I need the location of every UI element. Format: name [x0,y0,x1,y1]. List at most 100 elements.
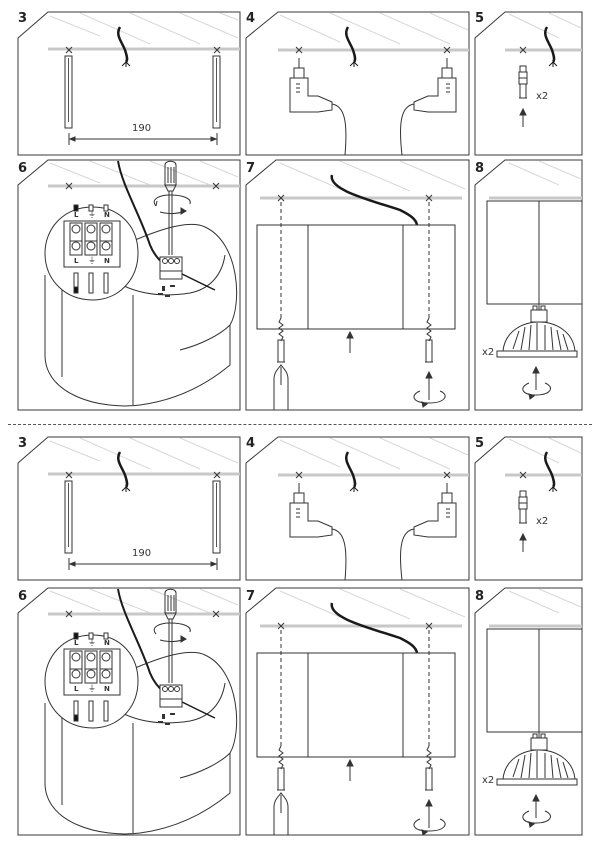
mark-left [65,46,73,54]
dimension-line [68,133,218,145]
terminal-label-neutral: N [104,685,110,693]
terminal-block [159,684,183,708]
terminal-label-neutral-top: N [104,211,110,219]
step-number: 3 [18,11,28,26]
screwdriver-icon [164,160,177,255]
dimension-line [68,558,218,570]
drill-left [289,483,347,581]
step-7-illustration [245,159,470,411]
step-number: 5 [475,436,485,451]
wire-ends [73,204,109,294]
instruction-copy-top: 3 190 [0,0,600,420]
panel-frame [245,11,470,156]
step-number: 8 [475,161,485,176]
step-number: 3 [18,436,28,451]
quantity-label: x2 [536,516,549,527]
terminal-label-neutral: N [104,257,110,265]
step-8-panel: 8 [469,155,600,415]
terminal-label-earth: ⏚ [88,684,96,693]
panel-frame [474,11,583,156]
step-number: 6 [18,161,28,176]
wiring-detail-magnifier [44,204,139,301]
screw-right [425,745,433,791]
step-7-panel: 7 [240,155,475,415]
panel-frame [245,436,470,581]
drill-right [400,58,457,156]
template-strip-right [212,480,221,554]
luminaire-body [44,651,238,835]
panel-frame [245,587,470,836]
panel-frame [474,436,583,581]
step-number: 7 [246,161,256,176]
step-4-illustration [245,11,470,156]
step-number: 4 [246,11,256,26]
step-number: 8 [475,589,485,604]
terminal-label-neutral-top: N [104,639,110,647]
luminaire-body [44,223,238,407]
luminaire-side [486,200,582,310]
step-3-illustration [17,436,241,581]
cable [345,26,357,63]
step-6-illustration [17,587,241,836]
rotate-arrow-icon [522,365,551,400]
terminal-label-live-top: L [74,211,79,219]
step-7-illustration [245,587,470,836]
alignment-guides [280,202,430,320]
step-7-panel: 7 [240,583,475,843]
drill-right [400,483,457,581]
wiring-detail-magnifier [44,632,139,729]
template-strip-left [64,55,73,129]
terminal-label-earth-top: ⏚ [88,210,96,219]
luminaire-front [256,224,456,330]
up-arrow-icon [346,758,354,781]
instruction-copy-bottom: 3 190 4 [0,425,600,845]
panel-frame [474,587,583,836]
up-arrow-icon [346,330,354,353]
cable [345,451,357,488]
step-5-panel: 5 x2 [469,425,600,585]
panel-frame [17,159,241,411]
rotate-arrow-icon [413,370,446,408]
rotate-arrow-icon [413,798,446,836]
step-number: 4 [246,436,256,451]
rotate-arrow-icon [522,793,551,828]
dimension-label: 190 [132,123,152,134]
panel-frame [17,436,241,581]
dimension-label: 190 [132,548,152,559]
terminal-label-live: L [74,257,79,265]
step-3-panel: 3 190 [0,425,245,585]
screwdriver-tip-icon [273,363,289,410]
step-4-panel: 4 [240,0,475,160]
step-number: 5 [475,11,485,26]
luminaire-front [256,652,456,758]
quantity-label: x2 [482,347,495,358]
cable [117,451,129,488]
screws [158,713,175,725]
step-5-illustration [474,11,583,156]
cable [544,26,556,63]
panel-frame [245,159,470,411]
screwdriver-tip-icon [273,791,289,835]
step-4-illustration [245,436,470,581]
cut-line-divider [8,424,592,425]
template-strip-left [64,480,73,554]
terminal-screws [69,222,113,256]
luminaire-side [486,628,582,738]
template-strip-right [212,55,221,129]
step-5-illustration [474,436,583,581]
terminal-label-earth-top: ⏚ [88,638,96,647]
cable [117,26,129,63]
wall-plug-icon [518,65,528,99]
panel-frame [17,587,241,836]
led-bulb-icon [496,733,578,786]
ceiling-hatch [279,12,469,45]
quantity-label: x2 [536,91,549,102]
terminal-label-live-top: L [74,639,79,647]
step-5-panel: 5 x2 [469,0,600,160]
mark-right [213,46,221,54]
terminal-label-earth: ⏚ [88,256,96,265]
step-number: 7 [246,589,256,604]
step-6-panel: 6 [0,155,245,415]
screw-left [277,745,285,791]
